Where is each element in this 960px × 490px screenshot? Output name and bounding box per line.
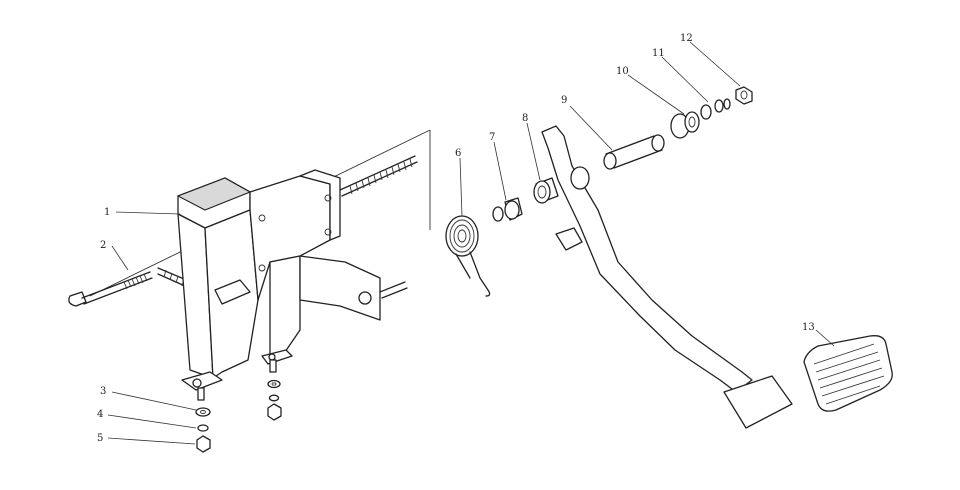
callout-3: 3 <box>100 386 106 397</box>
bracket-mounting-bolts <box>197 359 277 401</box>
callout-13: 13 <box>802 322 815 333</box>
pedal-arm <box>541 125 793 429</box>
callout-9: 9 <box>561 95 567 106</box>
callout-1: 1 <box>104 207 110 218</box>
leader-lines <box>107 41 835 445</box>
callout-8: 8 <box>522 113 528 124</box>
flat-washer <box>195 379 281 417</box>
torsion-spring <box>445 215 491 297</box>
callout-6: 6 <box>455 148 461 159</box>
callout-12: 12 <box>680 33 693 44</box>
callout-2: 2 <box>100 240 106 251</box>
pedal-pad <box>803 335 893 412</box>
callout-10: 10 <box>616 66 629 77</box>
flanged-bushing <box>670 111 700 139</box>
callout-7: 7 <box>489 132 495 143</box>
pedal-bracket <box>176 169 408 391</box>
callout-5: 5 <box>97 433 103 444</box>
long-bolt <box>68 271 153 307</box>
spacer-tube <box>603 134 665 170</box>
pivot-bushing <box>492 197 523 222</box>
pivot-sleeve <box>533 177 559 204</box>
callout-11: 11 <box>652 48 665 59</box>
hex-nut <box>196 403 282 453</box>
callout-4: 4 <box>97 409 103 420</box>
callout-labels: 1 2 3 4 5 6 7 8 9 10 11 12 13 <box>97 33 815 444</box>
end-nut <box>735 86 753 105</box>
lock-washer <box>197 394 280 432</box>
end-washers <box>700 98 731 120</box>
